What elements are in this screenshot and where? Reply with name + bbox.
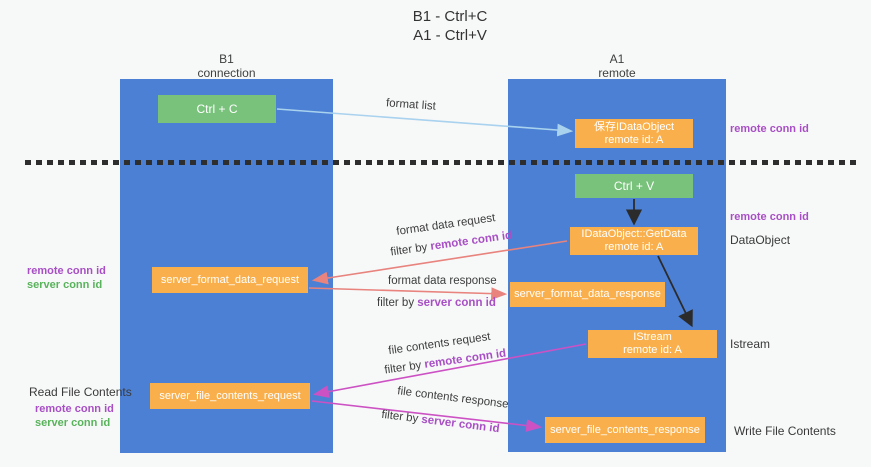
left-bottom-remote-conn-id-annotation: remote conn id [35,403,114,415]
format-request-label: server_format_data_request [160,273,300,286]
istream-line1: IStream [633,331,672,343]
left-bottom-server-conn-id-annotation: server conn id [35,417,111,429]
write-file-contents-annotation: Write File Contents [734,424,836,438]
title-line2: A1 - Ctrl+V [413,27,487,44]
save-idataobject-line2: remote id: A [604,133,664,146]
filter-by-text: filter by [380,408,423,426]
remote-conn-id-text: remote conn id [429,229,513,253]
ctrl-c-node: Ctrl + C [158,95,276,123]
ctrl-v-label: Ctrl + V [613,178,655,193]
server-conn-id-text: server conn id [420,413,501,436]
copy-paste-divider-dashed-line [25,160,860,165]
left-server-conn-id-annotation: server conn id [27,279,103,291]
left-column-header: B1 connection [120,52,333,80]
save-idataobject-node: 保存IDataObject remote id: A [575,119,693,148]
right-column-header: A1 remote [508,52,726,80]
getdata-line2: remote id: A [604,241,664,253]
filter-by-text: filter by [383,358,426,377]
idataobject-getdata-node: IDataObject::GetData remote id: A [570,227,698,255]
ctrl-v-node: Ctrl + V [575,174,693,198]
right-column-subtitle: remote [598,66,636,80]
right-column-name: A1 [609,52,625,66]
filter-by-text: filter by [389,240,432,259]
dataobject-annotation: DataObject [730,233,791,247]
format-data-response-label: format data response [388,275,497,287]
format-list-label: format list [385,97,437,113]
title-line1: B1 - Ctrl+C [412,8,488,25]
filter-by-text: filter by [377,297,418,309]
istream-annotation: Istream [730,337,771,351]
ctrl-c-label: Ctrl + C [196,101,238,116]
server-file-contents-response-node: server_file_contents_response [545,417,705,443]
getdata-line1: IDataObject::GetData [581,228,687,240]
read-file-contents-annotation: Read File Contents [29,385,132,399]
file-request-label: server_file_contents_request [159,389,301,402]
arrow-format-data-response [308,287,508,301]
remote-conn-id-annotation-mid: remote conn id [730,211,809,223]
left-remote-conn-id-annotation: remote conn id [27,265,106,277]
istream-node: IStream remote id: A [588,330,717,358]
diagram-title: B1 - Ctrl+C A1 - Ctrl+V [40,7,860,45]
file-contents-response-filter-label: filter by server conn id [381,409,500,435]
istream-line2: remote id: A [623,344,682,356]
left-column-subtitle: connection [197,66,256,80]
server-format-data-request-node: server_format_data_request [152,267,308,293]
server-conn-id-text: server conn id [417,297,496,309]
remote-conn-id-text: remote conn id [423,347,507,371]
server-format-data-response-node: server_format_data_response [510,282,665,307]
format-data-response-filter-label: filter by server conn id [377,297,496,309]
save-idataobject-line1: 保存IDataObject [593,120,675,133]
server-file-contents-request-node: server_file_contents_request [150,383,310,409]
remote-conn-id-annotation-top: remote conn id [730,123,809,135]
format-response-label: server_format_data_response [514,288,661,300]
left-column-name: B1 [219,52,234,66]
file-response-label: server_file_contents_response [550,423,700,436]
file-contents-response-label: file contents response [396,385,510,411]
